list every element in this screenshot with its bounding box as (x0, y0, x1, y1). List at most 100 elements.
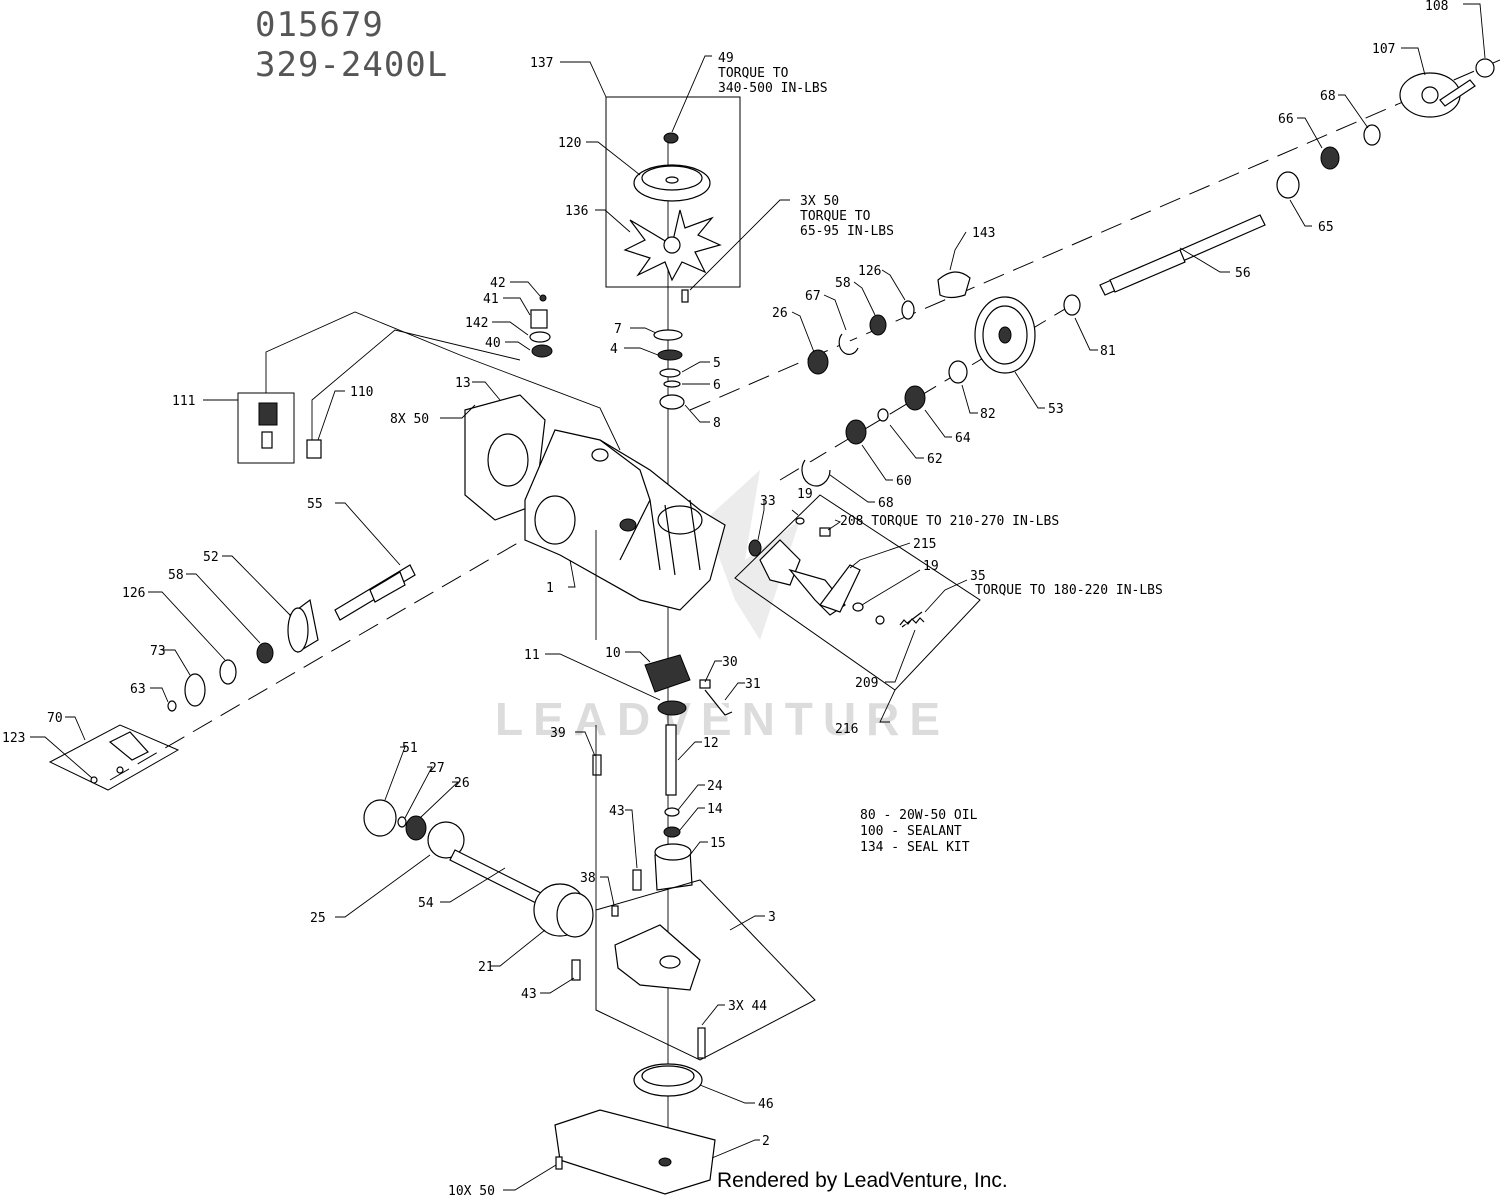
spring-209-coil (899, 617, 925, 626)
washer-81 (1063, 294, 1081, 316)
callout-13: 13 (455, 376, 471, 391)
callout-19-upper: 19 (797, 487, 813, 502)
callout-123: 123 (2, 731, 25, 746)
hub-107 (1399, 72, 1476, 118)
pulley-120 (633, 164, 711, 202)
callout-56: 56 (1235, 266, 1251, 281)
valve-111 (258, 402, 278, 449)
callout-26-upper: 26 (772, 306, 788, 321)
callout-40: 40 (485, 336, 501, 351)
ring-27 (397, 816, 407, 828)
callout-35: 35 (970, 569, 986, 584)
shaft-55 (334, 564, 416, 621)
callout-55: 55 (307, 497, 323, 512)
callout-3: 3 (768, 910, 776, 925)
callout-3x44: 3X 44 (728, 999, 767, 1014)
ring-gear-46 (633, 1063, 703, 1097)
callout-216: 216 (835, 722, 858, 737)
callout-51: 51 (402, 741, 418, 756)
callout-68-upper: 68 (1320, 89, 1336, 104)
callout-136: 136 (565, 204, 588, 219)
callout-70: 70 (47, 711, 63, 726)
callout-3x50-range: 65-95 IN-LBS (800, 224, 894, 239)
bearing-58-upper (869, 314, 887, 336)
bearing-65 (1276, 171, 1300, 199)
seal-66 (1320, 146, 1340, 170)
ring-67 (838, 333, 859, 355)
note-oil: 80 - 20W-50 OIL (860, 808, 978, 823)
pin-43-lower (571, 959, 581, 981)
clamp-143 (937, 271, 971, 299)
model-number: 329-2400L (255, 45, 448, 85)
bearing-58-lower (256, 642, 274, 664)
washer-5 (659, 368, 681, 378)
ring-68-lower (801, 459, 831, 487)
spacer-82 (948, 360, 968, 384)
callout-31: 31 (745, 677, 761, 692)
pin-30 (699, 679, 711, 689)
callout-11: 11 (524, 648, 540, 663)
callout-54: 54 (418, 896, 434, 911)
callout-67: 67 (805, 289, 821, 304)
callout-24: 24 (707, 779, 723, 794)
box-70 (48, 724, 180, 791)
box-3 (595, 879, 816, 1061)
callout-26-lower: 26 (454, 776, 470, 791)
ring-62 (877, 408, 889, 422)
callout-58-upper: 58 (835, 276, 851, 291)
cylinder-block-15 (654, 843, 693, 891)
callout-126-upper: 126 (858, 264, 881, 279)
ring-7 (653, 329, 683, 341)
washer-126-lower (219, 659, 237, 685)
seal-25 (427, 821, 465, 859)
bearing-64 (904, 385, 926, 411)
callout-10: 10 (605, 646, 621, 661)
bearing-11 (657, 700, 687, 716)
washer-19-upper (795, 517, 805, 525)
callout-39: 39 (550, 726, 566, 741)
callout-3x50: 3X 50 (800, 194, 839, 209)
sprocket-73 (184, 673, 206, 707)
input-axis-line (109, 529, 541, 781)
callout-208: 208 TORQUE TO 210-270 IN-LBS (840, 514, 1059, 529)
callout-65: 65 (1318, 220, 1334, 235)
callout-21: 21 (478, 960, 494, 975)
callout-49-range: 340-500 IN-LBS (718, 81, 828, 96)
pin-38 (611, 905, 619, 917)
bolt-3x50-upper (681, 289, 689, 303)
screw-123 (90, 776, 98, 784)
callout-82: 82 (980, 407, 996, 422)
ring-6 (663, 380, 681, 388)
seal-60 (845, 419, 867, 445)
callout-43-lower: 43 (521, 987, 537, 1002)
sump-2 (554, 1109, 716, 1195)
callout-126-lower: 126 (122, 586, 145, 601)
callout-35-torque: TORQUE TO 180-220 IN-LBS (975, 583, 1163, 598)
callout-25: 25 (310, 911, 326, 926)
callout-33: 33 (760, 494, 776, 509)
box-137 (605, 96, 741, 288)
bracket-41 (530, 309, 548, 329)
callout-49-torque: TORQUE TO (718, 66, 789, 81)
callout-120: 120 (558, 136, 581, 151)
shaft-54 (449, 849, 546, 906)
center-section-3 (614, 924, 701, 991)
nut-35 (875, 615, 885, 625)
fitting-39 (592, 754, 602, 776)
leader-lines (30, 3, 1486, 1191)
callout-137: 137 (530, 56, 553, 71)
callout-12: 12 (703, 736, 719, 751)
fitting-110 (306, 439, 322, 459)
callout-5: 5 (713, 356, 721, 371)
bolt-208 (819, 527, 831, 537)
callout-43-upper: 43 (609, 804, 625, 819)
callout-3x50-torque: TORQUE TO (800, 209, 871, 224)
washer-4 (657, 349, 683, 361)
callout-108: 108 (1425, 0, 1448, 14)
bearing-26-lower (405, 815, 427, 841)
callout-111: 111 (172, 394, 195, 409)
callout-66: 66 (1278, 112, 1294, 127)
callout-143: 143 (972, 226, 995, 241)
washer-126-upper (901, 300, 915, 320)
